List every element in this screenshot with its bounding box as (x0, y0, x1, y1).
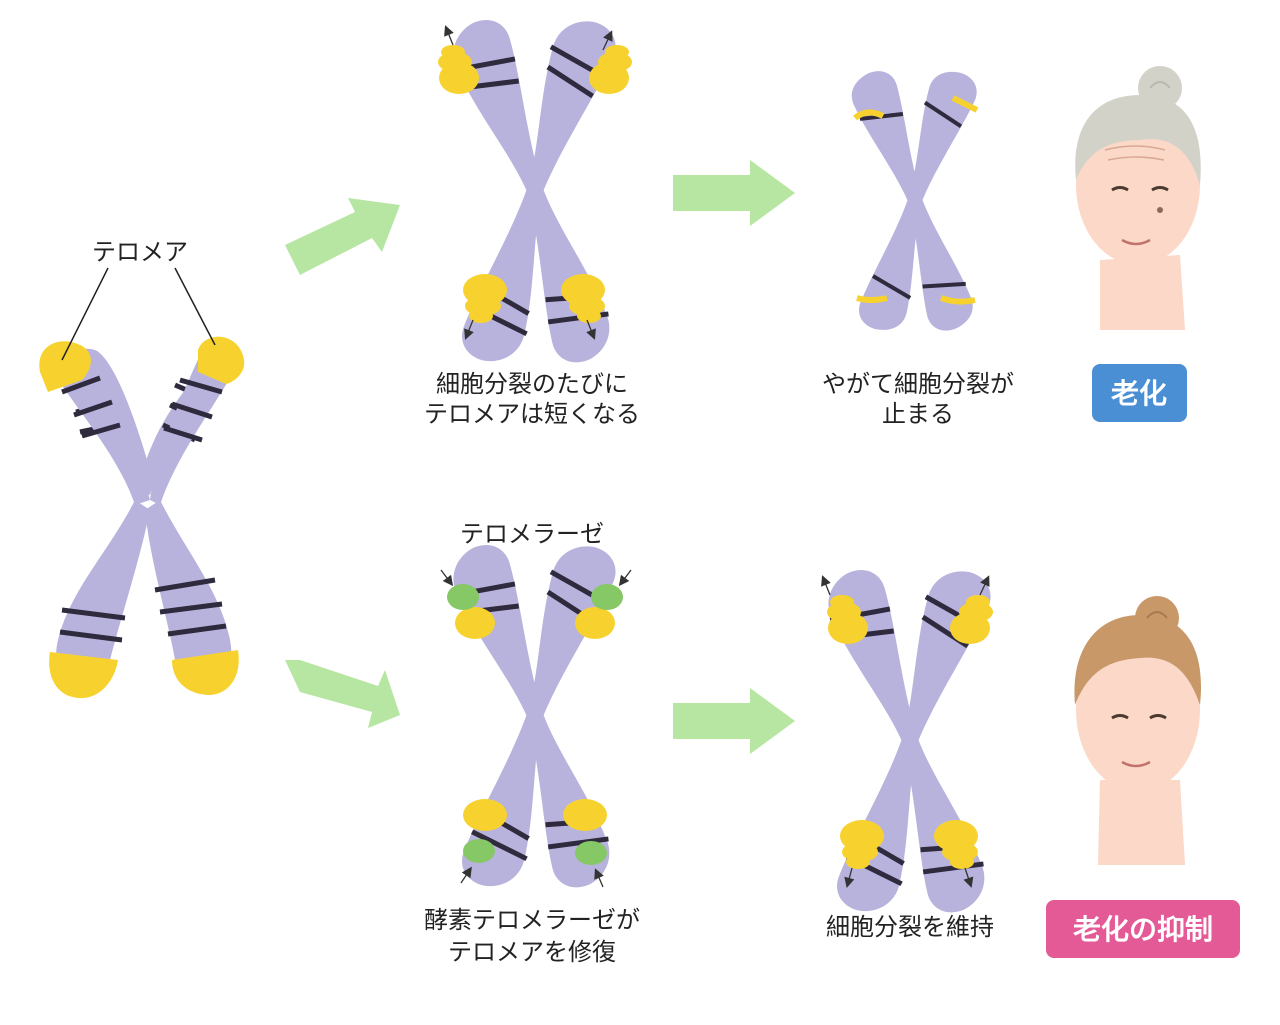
telomerase-cap (463, 839, 495, 863)
telomere-label: テロメア (92, 238, 188, 266)
large-chromosome (39, 267, 245, 699)
caption-shortening-1: 細胞分裂のたびに (436, 370, 628, 398)
caption-repair-2: テロメアを修復 (448, 938, 616, 966)
progress-arrow (285, 198, 400, 275)
caption-stop-2: 止まる (882, 400, 954, 428)
telomere-cap (198, 336, 245, 384)
telomere-cap (172, 650, 239, 695)
short-chromosome (843, 62, 985, 339)
telomerase-cap (575, 841, 607, 865)
telomerase-cap (447, 584, 479, 610)
aging-suppression-badge: 老化の抑制 (1046, 900, 1240, 958)
aging-badge: 老化 (1092, 364, 1187, 422)
caption-repair-1: 酵素テロメラーゼが (424, 906, 640, 934)
progress-arrow (673, 688, 795, 754)
caption-maintain: 細胞分裂を維持 (826, 913, 994, 941)
progress-arrow (673, 160, 795, 226)
repair-chromosome (441, 536, 632, 895)
telomere-cap (39, 341, 91, 392)
shortening-chromosome (438, 11, 632, 370)
svg-text:老化の抑制: 老化の抑制 (1073, 913, 1213, 946)
woman-face-icon (1074, 596, 1202, 865)
elderly-woman-face-icon (1075, 66, 1201, 330)
caption-stop-1: やがて細胞分裂が (822, 370, 1014, 398)
telomerase-cap (591, 584, 623, 610)
caption-shortening-2: テロメアは短くなる (424, 400, 640, 428)
progress-arrow (285, 660, 400, 728)
telomerase-label: テロメラーゼ (460, 520, 604, 548)
maintained-chromosome (817, 561, 997, 920)
svg-text:老化: 老化 (1111, 377, 1167, 410)
telomere-cap (49, 652, 118, 699)
